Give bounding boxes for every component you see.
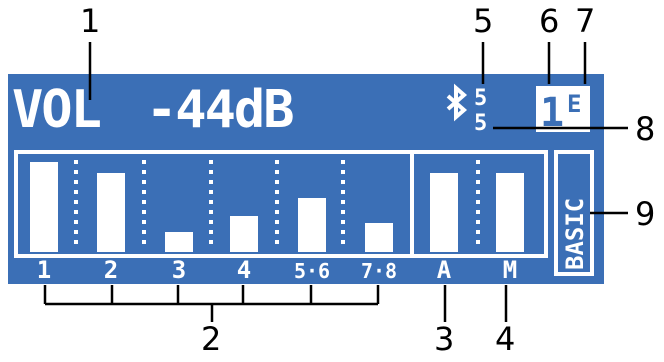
meter-bars <box>30 162 524 252</box>
channel-label-1: 1 <box>37 256 51 284</box>
callout-5: 5 <box>473 2 493 40</box>
mode-badge: BASIC <box>561 198 589 270</box>
callout-8: 8 <box>635 110 655 148</box>
callout-4: 4 <box>495 320 515 358</box>
bluetooth-icon <box>446 83 468 122</box>
channel-label-7: A <box>437 256 452 284</box>
callout-3: 3 <box>434 320 454 358</box>
channel-label-5: 5·6 <box>294 259 330 283</box>
callout-9: 9 <box>635 195 655 233</box>
scene-box <box>536 86 590 132</box>
meter-bar-4 <box>230 216 258 252</box>
callout-lines <box>43 42 628 322</box>
channel-labels: 1 2 3 4 5·6 7·8 A M <box>37 256 517 284</box>
callout-7: 7 <box>575 2 595 40</box>
meter-bar-1 <box>30 162 58 252</box>
bt-sub-number: 5 <box>474 111 487 136</box>
callout-1: 1 <box>80 2 100 40</box>
meter-bar-5 <box>298 198 326 252</box>
meter-bar-8 <box>496 173 524 252</box>
callout-numbers: 1 5 6 7 8 9 2 3 4 <box>80 2 655 358</box>
channel-label-3: 3 <box>172 256 186 284</box>
bt-sub-number-upper: 5 <box>474 86 487 111</box>
meter-frame <box>14 150 548 258</box>
channel-label-6: 7·8 <box>361 259 397 283</box>
meter-bar-3 <box>165 232 193 252</box>
channel-label-8: M <box>503 256 517 284</box>
scene-indicator: E <box>567 90 581 118</box>
channel-label-2: 2 <box>104 256 118 284</box>
volume-label: VOL <box>12 80 101 140</box>
callout-6: 6 <box>539 2 559 40</box>
volume-value: -44dB <box>146 80 293 140</box>
meter-bar-7 <box>430 173 458 252</box>
meter-bar-6 <box>365 223 393 252</box>
callout-2: 2 <box>201 320 221 358</box>
channel-label-4: 4 <box>237 256 251 284</box>
meter-bar-2 <box>97 173 125 252</box>
